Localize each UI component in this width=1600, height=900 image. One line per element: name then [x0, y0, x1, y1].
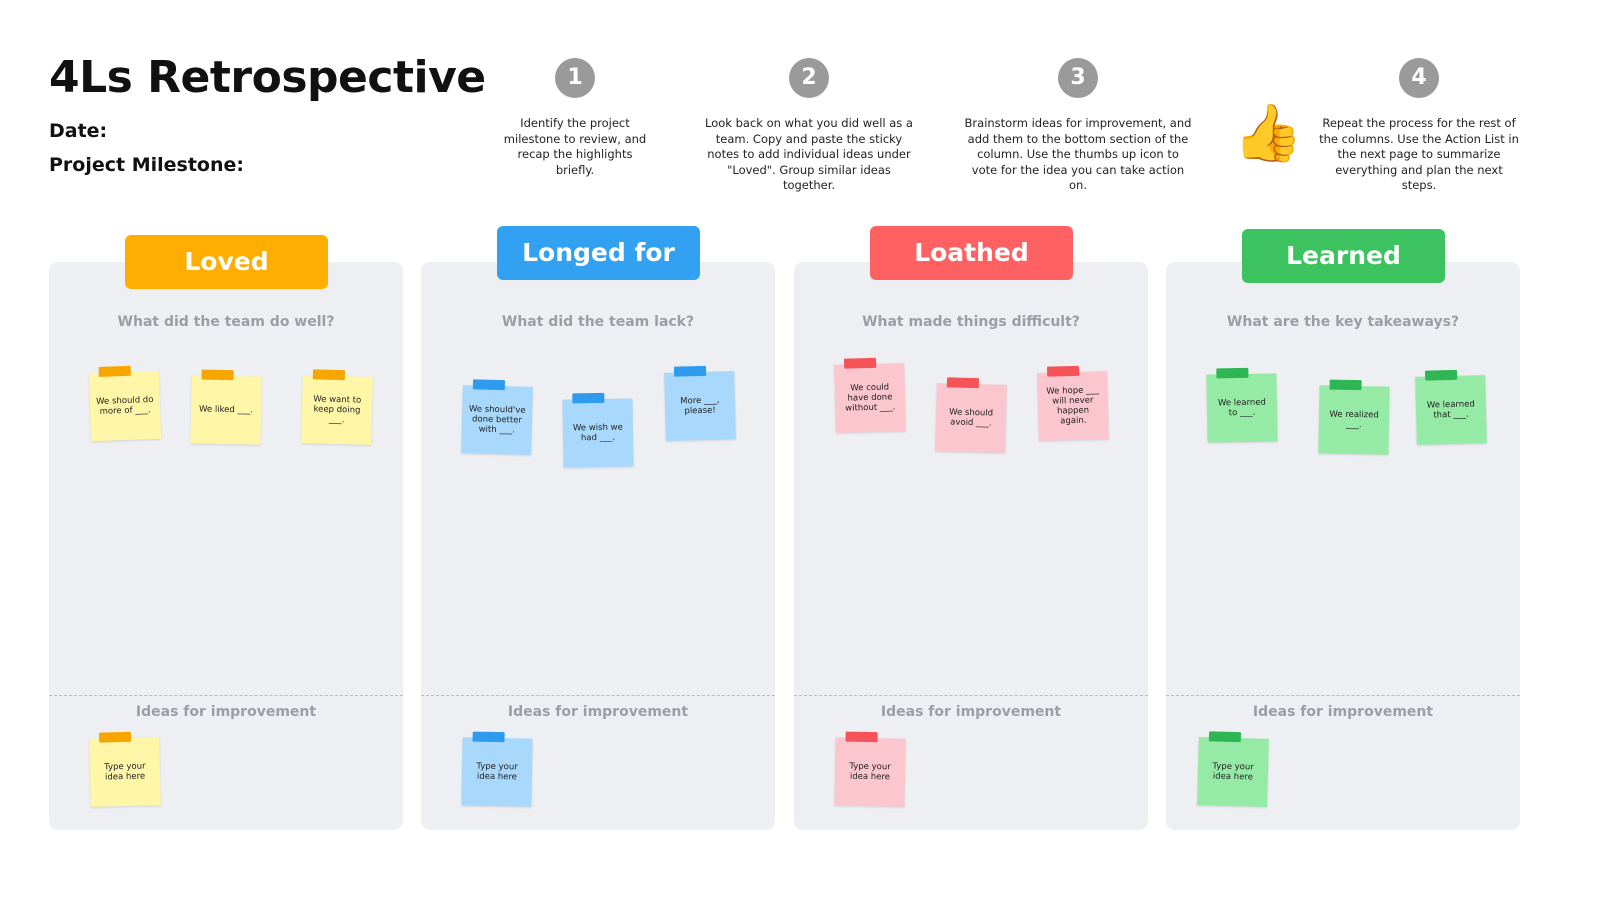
sticky-note-text: More ___, please!	[680, 395, 720, 417]
tape	[1046, 365, 1080, 377]
column-question: What are the key takeaways?	[1226, 314, 1460, 330]
column-loved: Loved What did the team do well? We shou…	[49, 235, 403, 830]
step-1: 1 Identify the project milestone to revi…	[495, 58, 655, 178]
column-question: What did the team lack?	[501, 314, 695, 330]
thumbs-up-icon[interactable]: 👍	[1233, 101, 1303, 166]
sticky-note-text: We learned to ___.	[1217, 397, 1266, 419]
step-instructions: Brainstorm ideas for improvement, and ad…	[964, 116, 1192, 192]
sticky-note-text: We realized ___.	[1329, 409, 1379, 431]
idea-sticky-note[interactable]: Type your idea here	[461, 731, 533, 807]
sticky-note-text: We learned that ___.	[1426, 399, 1475, 421]
sticky-note[interactable]: We liked ___.	[190, 369, 262, 445]
sticky-note-text: We should've done better with ___.	[468, 404, 526, 436]
tape	[472, 379, 506, 391]
sticky-note[interactable]: We wish we had ___.	[562, 392, 634, 468]
tape	[98, 365, 131, 377]
column-loathed: Loathed What made things difficult? We c…	[794, 226, 1148, 830]
tape	[472, 731, 505, 743]
step-number-badge: 3	[1058, 58, 1098, 98]
step-number-badge: 1	[555, 58, 595, 98]
column-label-loved: Loved	[125, 235, 328, 289]
tape	[843, 357, 877, 369]
sticky-note-text: We want to keep doing ___.	[313, 394, 362, 426]
sticky-note-text: Type your idea here	[476, 761, 518, 783]
sticky-note-text: We should do more of ___.	[96, 395, 154, 417]
tape	[673, 365, 707, 377]
step-2: 2 Look back on what you did well as a te…	[702, 58, 916, 194]
sticky-note-text: We hope ___ will never happen again.	[1046, 385, 1099, 427]
sticky-note-text: Type your idea here	[1212, 761, 1254, 783]
tape	[312, 369, 346, 381]
column-divider	[1166, 695, 1520, 696]
page-title: 4Ls Retrospective	[49, 52, 486, 103]
tape	[1424, 369, 1458, 381]
sticky-note[interactable]: We hope ___ will never happen again.	[1037, 365, 1109, 441]
step-instructions: Look back on what you did well as a team…	[705, 116, 913, 192]
sticky-note[interactable]: We should do more of ___.	[88, 365, 162, 442]
tape	[845, 731, 878, 743]
tape	[1208, 731, 1242, 743]
column-question: What made things difficult?	[862, 314, 1080, 330]
sticky-note[interactable]: We realized ___.	[1318, 379, 1390, 455]
tape	[1216, 367, 1249, 379]
step-3: 3 Brainstorm ideas for improvement, and …	[964, 58, 1192, 194]
column-label-learned: Learned	[1242, 229, 1445, 283]
step-number-badge: 4	[1399, 58, 1439, 98]
column-divider	[49, 695, 403, 696]
column-longed-for: Longed for What did the team lack? We sh…	[421, 226, 775, 830]
idea-sticky-note[interactable]: Type your idea here	[1197, 731, 1269, 807]
ideas-for-improvement-label: Ideas for improvement	[135, 704, 317, 720]
ideas-for-improvement-label: Ideas for improvement	[1252, 704, 1434, 720]
tape	[1329, 379, 1362, 391]
tape	[98, 731, 132, 743]
ideas-for-improvement-label: Ideas for improvement	[507, 704, 689, 720]
project-milestone-label: Project Milestone:	[49, 154, 244, 176]
step-4: 4 Repeat the process for the rest of the…	[1318, 58, 1520, 194]
column-label-longed-for: Longed for	[497, 226, 700, 280]
sticky-note-text: Type your idea here	[849, 761, 891, 783]
sticky-note[interactable]: We should've done better with ___.	[461, 379, 533, 455]
sticky-note[interactable]: We learned to ___.	[1206, 367, 1278, 443]
idea-sticky-note[interactable]: Type your idea here	[834, 731, 906, 807]
tape	[201, 369, 234, 381]
sticky-note-text: We wish we had ___.	[572, 422, 623, 444]
sticky-note-text: We could have done without ___.	[845, 382, 896, 414]
date-label: Date:	[49, 120, 108, 142]
sticky-note-text: Type your idea here	[104, 761, 146, 783]
sticky-note[interactable]: We learned that ___.	[1415, 369, 1487, 445]
column-divider	[421, 695, 775, 696]
step-instructions: Identify the project milestone to review…	[503, 116, 647, 177]
sticky-note[interactable]: We want to keep doing ___.	[301, 369, 373, 445]
sticky-note-text: We should avoid ___.	[949, 407, 994, 429]
idea-sticky-note[interactable]: Type your idea here	[89, 731, 161, 807]
tape	[572, 392, 605, 404]
column-question: What did the team do well?	[117, 314, 335, 330]
tape	[946, 377, 980, 389]
column-divider	[794, 695, 1148, 696]
sticky-note-text: We liked ___.	[198, 404, 254, 416]
step-instructions: Repeat the process for the rest of the c…	[1319, 116, 1519, 192]
step-number-badge: 2	[789, 58, 829, 98]
sticky-note[interactable]: More ___, please!	[664, 365, 736, 441]
column-label-loathed: Loathed	[870, 226, 1073, 280]
sticky-note[interactable]: We should avoid ___.	[935, 377, 1007, 453]
ideas-for-improvement-label: Ideas for improvement	[880, 704, 1062, 720]
column-learned: Learned What are the key takeaways? We l…	[1166, 229, 1520, 830]
sticky-note[interactable]: We could have done without ___.	[834, 357, 906, 433]
